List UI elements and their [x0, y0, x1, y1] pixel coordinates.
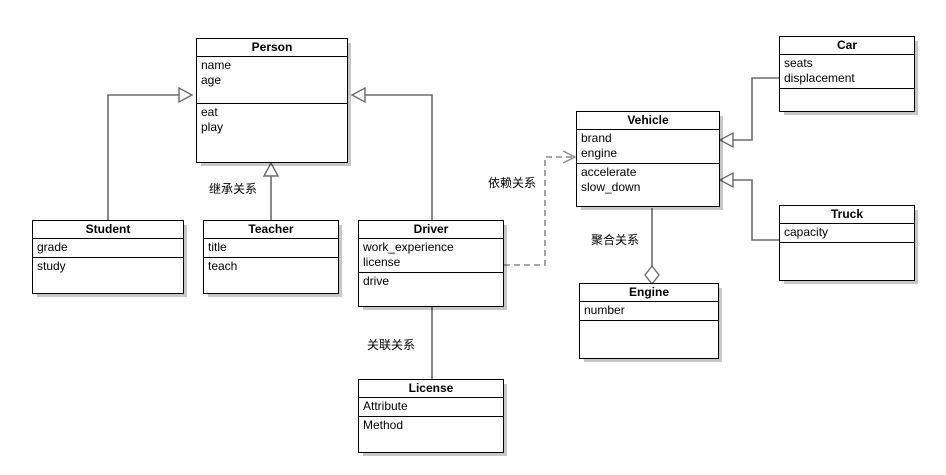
edge-label-dependency: 依赖关系 — [486, 176, 539, 190]
class-operations-license: Method — [359, 417, 503, 434]
attribute-item: brand — [581, 131, 612, 145]
class-attributes-student: grade — [33, 239, 183, 258]
class-attributes-license: Attribute — [359, 398, 503, 417]
attribute-item: seats — [784, 56, 813, 70]
class-box-license[interactable]: License Attribute Method — [358, 379, 504, 453]
attribute-item: capacity — [784, 225, 829, 239]
operation-item: drive — [363, 274, 390, 288]
class-box-driver[interactable]: Driver work_experience license drive — [358, 220, 504, 307]
class-name-student: Student — [33, 221, 183, 239]
dependency-arrowhead-vehicle — [562, 150, 577, 164]
class-operations-truck — [780, 243, 914, 245]
operation-item: eat — [201, 105, 218, 119]
attribute-item: engine — [581, 146, 618, 160]
class-name-vehicle: Vehicle — [577, 112, 719, 130]
class-name-car: Car — [780, 37, 914, 55]
class-operations-engine — [580, 321, 718, 323]
class-box-engine[interactable]: Engine number — [579, 283, 719, 359]
class-box-vehicle[interactable]: Vehicle brand engine accelerate slow_dow… — [576, 111, 720, 207]
attribute-item: number — [584, 303, 625, 317]
class-operations-driver: drive — [359, 273, 503, 290]
class-name-engine: Engine — [580, 284, 718, 302]
class-box-person[interactable]: Person name age eat play — [196, 38, 348, 163]
class-name-driver: Driver — [359, 221, 503, 239]
class-box-teacher[interactable]: Teacher title teach — [203, 220, 339, 294]
generalization-arrowhead-car — [718, 131, 734, 149]
class-attributes-engine: number — [580, 302, 718, 321]
class-operations-person: eat play — [197, 104, 347, 136]
attribute-item: grade — [37, 240, 68, 254]
class-name-license: License — [359, 380, 503, 398]
operation-item: Method — [363, 418, 404, 432]
generalization-arrowhead-student — [178, 86, 194, 104]
edge-label-inheritance: 继承关系 — [207, 182, 260, 196]
class-operations-car — [780, 89, 914, 91]
attribute-item: displacement — [784, 71, 855, 85]
class-attributes-teacher: title — [204, 239, 338, 258]
operation-item: accelerate — [581, 165, 637, 179]
class-box-car[interactable]: Car seats displacement — [779, 36, 915, 112]
generalization-arrowhead-driver — [350, 86, 366, 104]
attribute-item: title — [208, 240, 227, 254]
class-attributes-truck: capacity — [780, 224, 914, 243]
class-attributes-vehicle: brand engine — [577, 130, 719, 164]
attribute-item: age — [201, 73, 222, 87]
class-box-truck[interactable]: Truck capacity — [779, 205, 915, 281]
class-operations-teacher: teach — [204, 258, 338, 275]
attribute-item: Attribute — [363, 399, 408, 413]
attribute-item: name — [201, 58, 232, 72]
edge-car-vehicle — [720, 77, 781, 141]
class-operations-vehicle: accelerate slow_down — [577, 164, 719, 196]
generalization-arrowhead-teacher — [262, 161, 280, 177]
edge-driver-vehicle-dependency — [504, 156, 574, 266]
edge-driver-person — [352, 94, 433, 222]
class-operations-student: study — [33, 258, 183, 275]
operation-item: study — [37, 259, 66, 273]
operation-item: play — [201, 120, 224, 134]
edge-label-association: 关联关系 — [365, 338, 418, 352]
class-attributes-driver: work_experience license — [359, 239, 503, 273]
class-attributes-car: seats displacement — [780, 55, 914, 89]
class-box-student[interactable]: Student grade study — [32, 220, 184, 294]
attribute-item: license — [363, 255, 401, 269]
attribute-item: work_experience — [363, 240, 454, 254]
aggregation-diamond-engine — [644, 264, 660, 286]
generalization-arrowhead-truck — [718, 171, 734, 189]
class-attributes-person: name age — [197, 57, 347, 104]
class-name-teacher: Teacher — [204, 221, 338, 239]
class-name-truck: Truck — [780, 206, 914, 224]
edge-truck-vehicle — [720, 179, 781, 241]
edge-label-aggregation: 聚合关系 — [589, 233, 642, 247]
edge-student-person — [107, 94, 192, 222]
operation-item: slow_down — [581, 180, 641, 194]
operation-item: teach — [208, 259, 238, 273]
class-name-person: Person — [197, 39, 347, 57]
